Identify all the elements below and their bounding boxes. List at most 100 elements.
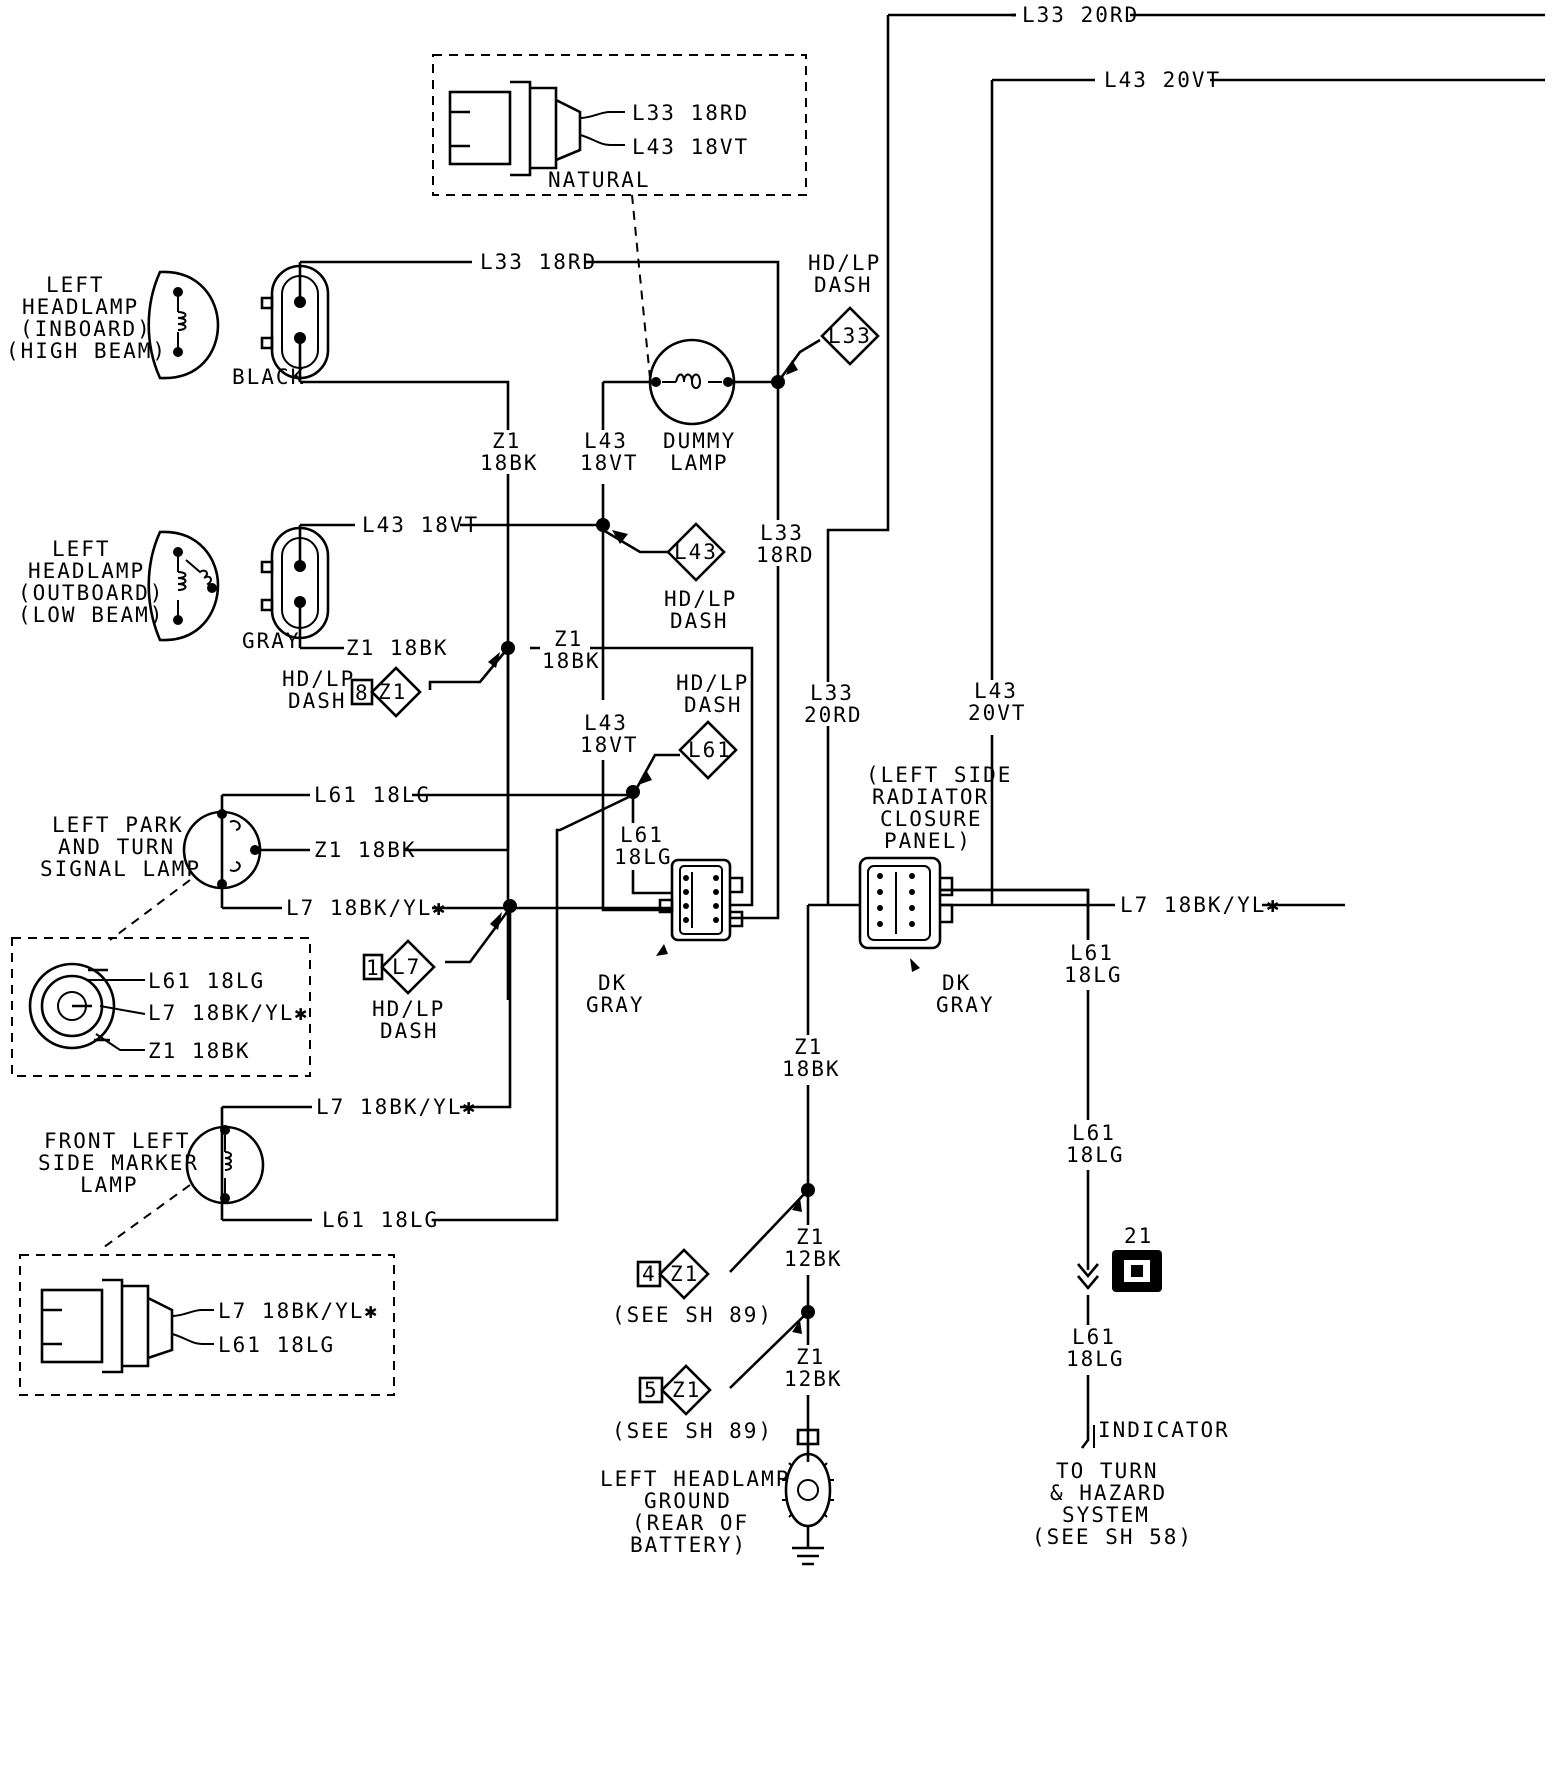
wire-label: 18LG [614,845,673,869]
splice-dot [503,899,517,913]
reference-number: 21 [1124,1224,1153,1248]
wire-label: 18BK [480,451,539,475]
left-headlamp-outboard: GRAY LEFT HEADLAMP (OUTBOARD) (LOW BEAM) [18,526,330,653]
front-left-side-marker-lamp: FRONT LEFT SIDE MARKER LAMP L7 18BK/YL✱ … [19,1125,395,1396]
location-label: CLOSURE [880,807,983,831]
wire-label: L43 18VT [632,135,749,159]
wire-label-l33-18rd: L33 18RD [480,250,597,274]
wire-label-l33-20rd: L33 20RD [1022,3,1139,27]
splice-label: L61 [688,738,732,762]
component-label: HEADLAMP [28,559,145,583]
wire-label: L33 [760,521,804,545]
splice-dot [771,375,785,389]
splice-location: DASH [670,609,729,633]
left-park-turn-lamp: LEFT PARK AND TURN SIGNAL LAMP L61 18LG … [11,809,311,1077]
location-label: (LEFT SIDE [866,763,1012,787]
connector-color-label: DK [598,971,627,995]
arrow-head [490,912,502,930]
connector-color-label: GRAY [586,993,645,1017]
component-label: AND TURN [58,835,175,859]
wire-label: L61 [620,823,664,847]
splice-label: Z1 [672,1378,701,1402]
wire-label: 18BK [542,649,601,673]
splice-diamond [666,522,726,582]
splice-location: HD/LP [282,667,355,691]
arrow-head [786,360,798,375]
destination-label: & HAZARD [1050,1481,1167,1505]
wire-label: L43 [584,429,628,453]
component-label: FRONT LEFT [44,1129,190,1153]
connector-body [858,856,942,950]
wire-label: 20VT [968,701,1027,725]
indicator-label: INDICATOR [1098,1418,1230,1442]
splice-location: HD/LP [808,251,881,275]
connector-color-label: BLACK [232,365,305,389]
wire-label: Z1 [796,1345,825,1369]
wire-label: L43 [974,679,1018,703]
wire-label: L61 [1070,941,1114,965]
lamp-label: DUMMY [663,429,736,453]
wire-label: Z1 [554,627,583,651]
splice-l61: L61 HD/LP DASH [676,671,747,780]
arrow-head [910,958,920,972]
wire-label-l43-20vt: L43 20VT [1104,68,1221,92]
arrow-head [656,944,668,956]
wire-label: L61 18LG [148,969,265,993]
splice-l33: L33 HD/LP DASH [808,251,881,366]
splice-dot [801,1183,815,1197]
splice-z1-4: 4 Z1 (SEE SH 89) [612,1248,771,1327]
splice-dot [626,785,640,799]
wire-label-l43-18vt: L43 18VT [362,513,479,537]
wire-label: 12BK [784,1367,843,1391]
detail-box [19,1254,395,1396]
natural-connector-detail: L33 18RD L43 18VT NATURAL [432,54,807,379]
component-label: LAMP [80,1173,139,1197]
splice-l43: L43 HD/LP DASH [664,522,737,633]
splice-location: DASH [288,689,347,713]
turn-hazard-branch: 21 INDICATOR TO TURN & HAZARD SYSTEM (SE… [1032,1224,1230,1549]
splice-dot [501,641,515,655]
splice-location: DASH [684,693,743,717]
wire-label: Z1 [796,1225,825,1249]
wire-label: L33 18RD [632,101,749,125]
splice-z1-8: 8 Z1 HD/LP DASH [282,666,422,718]
wire-label: L33 [810,681,854,705]
cross-reference: (SEE SH 89) [612,1419,773,1443]
connector-color-label: NATURAL [548,168,651,192]
arrow-head [792,1320,802,1334]
wire-label: L61 18LG [218,1333,335,1357]
arrow-head [638,770,652,785]
splice-label: L7 [392,955,421,979]
wire-label: 18LG [1066,1347,1125,1371]
wire-label: L61 [1072,1325,1116,1349]
splice-label: L33 [828,324,872,348]
wire-label: L61 [1072,1121,1116,1145]
splice-l7-1: 1 L7 HD/LP DASH [362,939,443,1043]
component-label: SIDE MARKER [38,1151,199,1175]
wire-label: L7 18BK/YL✱ [148,1001,309,1025]
component-label: (INBOARD) [20,317,152,341]
wire-label: 18BK [782,1057,841,1081]
connector-body [40,1288,104,1364]
arrow-head [488,652,500,668]
component-label: LEFT [52,537,111,561]
location-label: PANEL) [884,829,972,853]
wire-label: Z1 [794,1035,823,1059]
arrow-head [612,530,628,544]
wire-label: L7 18BK/YL✱ [218,1299,379,1323]
destination-label: TO TURN [1056,1459,1159,1483]
splice-label: Z1 [378,680,407,704]
ground-label: GROUND [644,1489,732,1513]
connector-body [448,90,512,166]
wire-label-l61-18lg: L61 18LG [314,783,431,807]
splice-pin: 5 [644,1378,659,1402]
component-label: LEFT PARK [52,813,184,837]
left-headlamp-ground: LEFT HEADLAMP GROUND (REAR OF BATTERY) [600,1428,834,1566]
splice-location: HD/LP [664,587,737,611]
splice-diamond [370,666,422,718]
component-label: LEFT [46,273,105,297]
wire-label: L43 [584,711,628,735]
component-label: (LOW BEAM) [18,603,164,627]
ground-label: BATTERY) [630,1533,747,1557]
